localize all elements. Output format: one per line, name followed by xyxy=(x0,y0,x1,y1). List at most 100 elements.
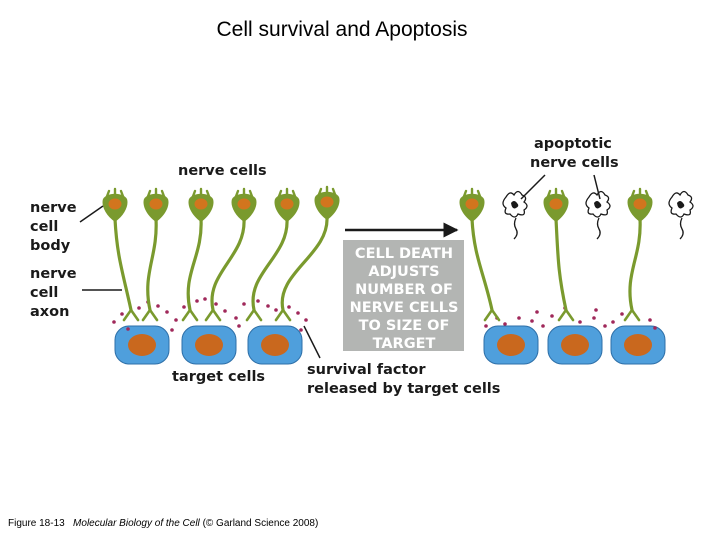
target-cell-nucleus xyxy=(261,334,289,356)
target-cell-nucleus xyxy=(624,334,652,356)
survival-factor-dot xyxy=(274,308,278,312)
survival-factor-dot xyxy=(214,302,218,306)
nerve-cell-nucleus xyxy=(280,198,294,210)
survival-factor-dot xyxy=(578,320,582,324)
nerve-cell-nucleus xyxy=(320,196,334,208)
nerve-cell-axon xyxy=(280,215,329,312)
left-nerve-cells xyxy=(102,185,340,322)
target-cell-nucleus xyxy=(195,334,223,356)
nerve-cell-3 xyxy=(181,187,214,322)
right-target-cell-3 xyxy=(610,325,666,365)
apoptotic-nerve-cell-1 xyxy=(502,190,528,240)
nerve-cell-4 xyxy=(204,187,257,322)
nerve-cell-nucleus xyxy=(108,198,122,210)
condensed-nucleus xyxy=(594,201,602,209)
apoptotic-nerve-cell-2 xyxy=(585,190,611,240)
nerve-cells-label: nerve cells xyxy=(178,163,267,179)
target-cell-nucleus xyxy=(128,334,156,356)
survival-factor-label-1: survival factor xyxy=(307,362,426,378)
apoptotic-label-2: nerve cells xyxy=(530,155,619,171)
retracted-axon xyxy=(596,217,601,240)
target-cell-2 xyxy=(181,325,237,365)
nerve-cell-body-label-2: cell xyxy=(30,219,58,235)
caption-figure-number: Figure 18-13 xyxy=(8,518,65,529)
nerve-cell-nucleus xyxy=(465,198,479,210)
right-nerve-cells xyxy=(459,187,653,322)
nerve-cell-body-label-1: nerve xyxy=(30,200,77,216)
right-target-cell-1 xyxy=(483,325,539,365)
nerve-cell-nucleus xyxy=(549,198,563,210)
nerve-cell-axon-label-1: nerve xyxy=(30,266,77,282)
slide-title: Cell survival and Apoptosis xyxy=(216,18,468,41)
survival-factor-dot xyxy=(611,320,615,324)
target-cell-nucleus xyxy=(561,334,589,356)
nerve-cell-nucleus xyxy=(237,198,251,210)
nerve-cell-axon xyxy=(113,217,133,312)
axon-terminal xyxy=(557,308,575,322)
survival-factor-dot xyxy=(550,314,554,318)
survival-factor-dot xyxy=(237,324,241,328)
figure-caption: Figure 18-13 Molecular Biology of the Ce… xyxy=(8,518,318,529)
nerve-cell-nucleus xyxy=(194,198,208,210)
survival-factor-dot xyxy=(137,306,141,310)
nerve-cell-axon xyxy=(186,217,203,312)
axon-terminal xyxy=(141,308,159,322)
nerve-cell-5 xyxy=(245,187,300,322)
nerve-cell-axon xyxy=(210,217,246,312)
survival-factor-dot xyxy=(112,320,116,324)
apoptotic-label-1: apoptotic xyxy=(534,136,612,152)
nerve-cell-axon-label-3: axon xyxy=(30,304,69,320)
axon-terminal xyxy=(483,308,501,322)
nerve-cell-body-label-3: body xyxy=(30,238,71,254)
survival-factor-dot xyxy=(517,316,521,320)
survival-factor-dot xyxy=(648,318,652,322)
nerve-cell-nucleus xyxy=(633,198,647,210)
axon-terminal xyxy=(623,308,641,322)
survival-factor-dot xyxy=(174,318,178,322)
survival-factor-dot xyxy=(535,310,539,314)
axon-terminal xyxy=(245,308,263,322)
right-survival-factor-dots xyxy=(484,306,657,330)
caption-book-title: Molecular Biology of the Cell xyxy=(73,518,200,529)
survival-factor-dot xyxy=(541,324,545,328)
left-target-cells xyxy=(114,325,303,365)
process-box-line-1: CELL DEATH xyxy=(355,246,453,262)
survival-factor-dot xyxy=(530,319,534,323)
process-box-line-4: NERVE CELLS xyxy=(350,300,459,316)
survival-factor-dot xyxy=(304,318,308,322)
nerve-cell-axon xyxy=(470,217,494,312)
survival-factor-dot xyxy=(165,310,169,314)
survival-factor-dot xyxy=(503,322,507,326)
survival-factor-dot xyxy=(266,304,270,308)
survival-factor-dot xyxy=(287,305,291,309)
nerve-cell-axon xyxy=(628,217,642,312)
retracted-axon xyxy=(513,217,518,240)
target-cells-label: target cells xyxy=(172,369,265,385)
survival-factor-dot xyxy=(620,312,624,316)
survival-factor-dot xyxy=(223,309,227,313)
nerve-cell-6 xyxy=(274,185,340,322)
nerve-cell-axon-label-2: cell xyxy=(30,285,58,301)
target-cell-3 xyxy=(247,325,303,365)
survival-factor-leader-line xyxy=(303,325,321,359)
apoptotic-nerve-cell-3 xyxy=(668,190,694,240)
nerve-cell-axon xyxy=(251,217,289,312)
survival-factor-dot xyxy=(653,326,657,330)
survival-factor-dot xyxy=(603,324,607,328)
right-target-cell-2 xyxy=(547,325,603,365)
survival-factor-dot xyxy=(242,302,246,306)
body-leader-line xyxy=(79,205,104,223)
caption-credit: (© Garland Science 2008) xyxy=(202,518,319,529)
axon-terminal xyxy=(274,308,292,322)
survival-factor-dot xyxy=(156,304,160,308)
survival-factor-dot xyxy=(256,299,260,303)
nerve-cell-1 xyxy=(102,187,140,322)
survival-factor-dot xyxy=(182,305,186,309)
apoptotic-leader-line-1 xyxy=(520,174,546,200)
survival-factor-dot xyxy=(484,324,488,328)
retracted-axon xyxy=(679,217,684,240)
apoptotic-leader-line-2 xyxy=(593,174,601,200)
survival-factor-dot xyxy=(299,328,303,332)
survival-factor-dot xyxy=(120,312,124,316)
